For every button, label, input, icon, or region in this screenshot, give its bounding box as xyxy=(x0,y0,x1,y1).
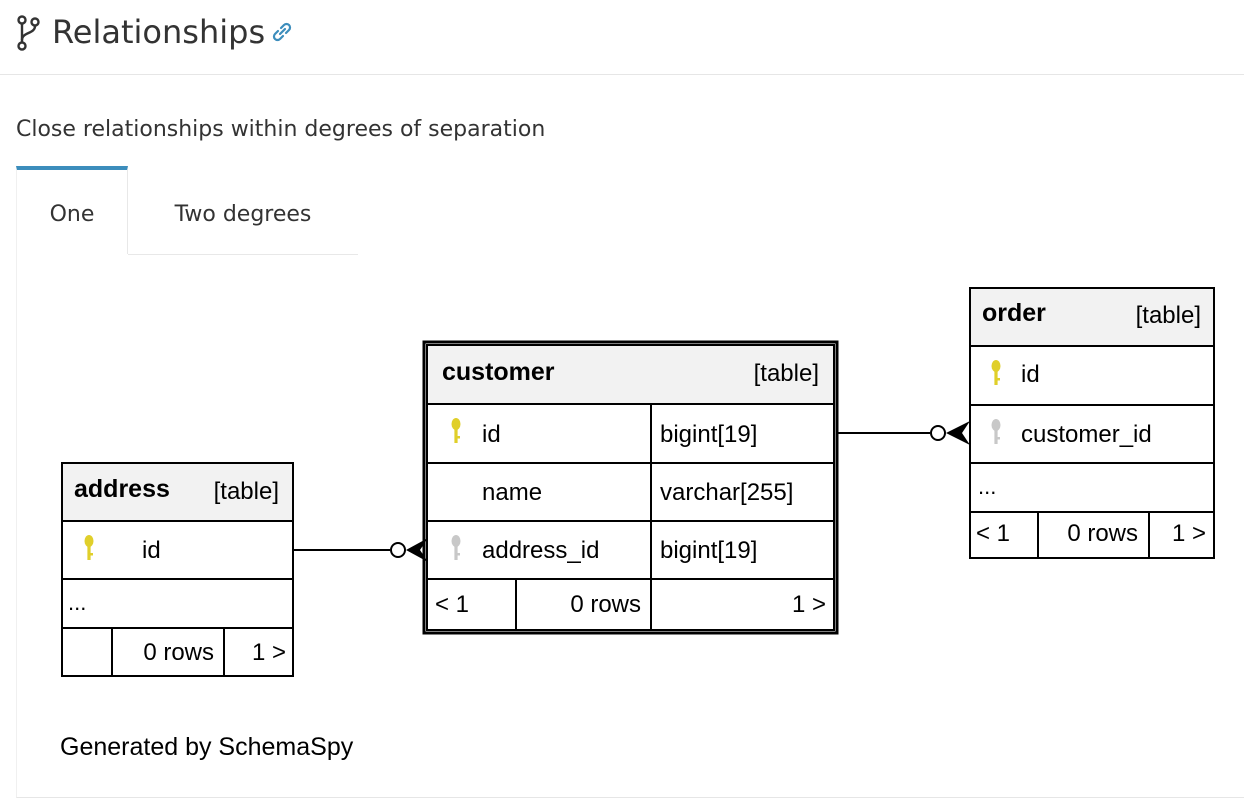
children-count[interactable]: 1 > xyxy=(792,591,826,618)
key-icon xyxy=(991,360,1001,385)
table-name: order xyxy=(982,299,1046,327)
column-name: name xyxy=(482,479,542,506)
table-order[interactable]: order [table] id customer_id ... < 1 0 r… xyxy=(969,287,1215,559)
table-customer[interactable]: customer [table] id bigint[19] name varc… xyxy=(422,340,839,635)
children-count[interactable]: 1 > xyxy=(252,639,286,666)
parents-count[interactable]: < 1 xyxy=(435,591,469,618)
column-name: id xyxy=(142,537,161,564)
tab-two-degrees[interactable]: Two degrees xyxy=(128,166,358,255)
relationship-customer-order[interactable] xyxy=(836,421,970,445)
table-kind: [table] xyxy=(754,360,819,387)
table-kind: [table] xyxy=(1136,302,1201,329)
section-subtitle: Close relationships within degrees of se… xyxy=(16,117,546,142)
page-title: Relationships xyxy=(52,13,266,51)
table-address[interactable]: address [table] id ... 0 rows 1 > xyxy=(61,462,294,677)
degree-tabs: One Two degrees xyxy=(16,166,358,255)
relationship-address-customer[interactable] xyxy=(294,538,428,562)
code-branch-icon xyxy=(17,15,40,51)
key-icon xyxy=(84,535,94,560)
tab-one[interactable]: One xyxy=(16,166,128,254)
children-count[interactable]: 1 > xyxy=(1172,520,1206,547)
table-name: customer xyxy=(442,358,555,386)
link-icon[interactable] xyxy=(268,18,296,46)
more-columns: ... xyxy=(978,474,996,499)
key-icon xyxy=(991,419,1001,444)
table-header xyxy=(970,288,1214,346)
table-header xyxy=(62,463,293,521)
table-header xyxy=(427,345,834,403)
row-count: 0 rows xyxy=(143,639,214,666)
column-type: bigint[19] xyxy=(660,421,757,448)
row-count: 0 rows xyxy=(570,591,641,618)
column-name: id xyxy=(482,421,501,448)
key-icon xyxy=(451,535,461,560)
table-name: address xyxy=(74,475,170,503)
section-header: Relationships xyxy=(0,0,1244,75)
row-count: 0 rows xyxy=(1067,520,1138,547)
column-type: bigint[19] xyxy=(660,537,757,564)
more-columns: ... xyxy=(68,590,86,615)
generated-by-label: Generated by SchemaSpy xyxy=(60,733,354,761)
key-icon xyxy=(451,418,461,443)
parents-count[interactable]: < 1 xyxy=(976,520,1010,547)
column-name: customer_id xyxy=(1021,421,1152,448)
column-name: id xyxy=(1021,361,1040,388)
column-name: address_id xyxy=(482,537,599,564)
column-type: varchar[255] xyxy=(660,479,793,506)
table-kind: [table] xyxy=(214,478,279,505)
